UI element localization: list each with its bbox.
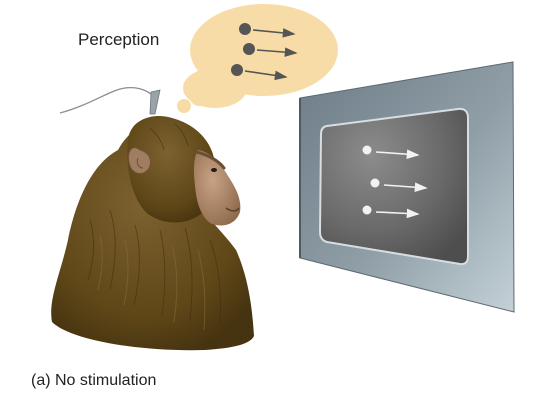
monkey-head <box>127 116 216 223</box>
screen-dot-3 <box>362 205 420 219</box>
thought-bubble-small-1 <box>190 88 208 106</box>
thought-dot-2 <box>243 43 298 57</box>
perception-label: Perception <box>78 30 160 49</box>
monkey-face <box>194 150 241 226</box>
thought-dot-1 <box>239 23 296 38</box>
screen-dot-2 <box>370 178 428 192</box>
monkey-ear <box>127 147 151 174</box>
monkey-mouth <box>225 207 240 212</box>
electrode <box>59 86 161 115</box>
thought-dot-3 <box>231 64 288 81</box>
monkey-brow <box>194 150 226 170</box>
thought-bubble <box>177 4 338 113</box>
monkey-fur-texture <box>87 123 221 326</box>
monkey <box>51 116 255 351</box>
monitor <box>299 61 515 313</box>
thought-bubble-small-2 <box>177 99 191 113</box>
monkey-eye <box>211 168 217 172</box>
electrode-wire <box>59 86 156 114</box>
monkey-body <box>51 124 255 351</box>
electrode-probe <box>149 89 161 115</box>
screen-dot-1 <box>362 145 420 159</box>
figure-caption: (a) No stimulation <box>31 372 157 389</box>
